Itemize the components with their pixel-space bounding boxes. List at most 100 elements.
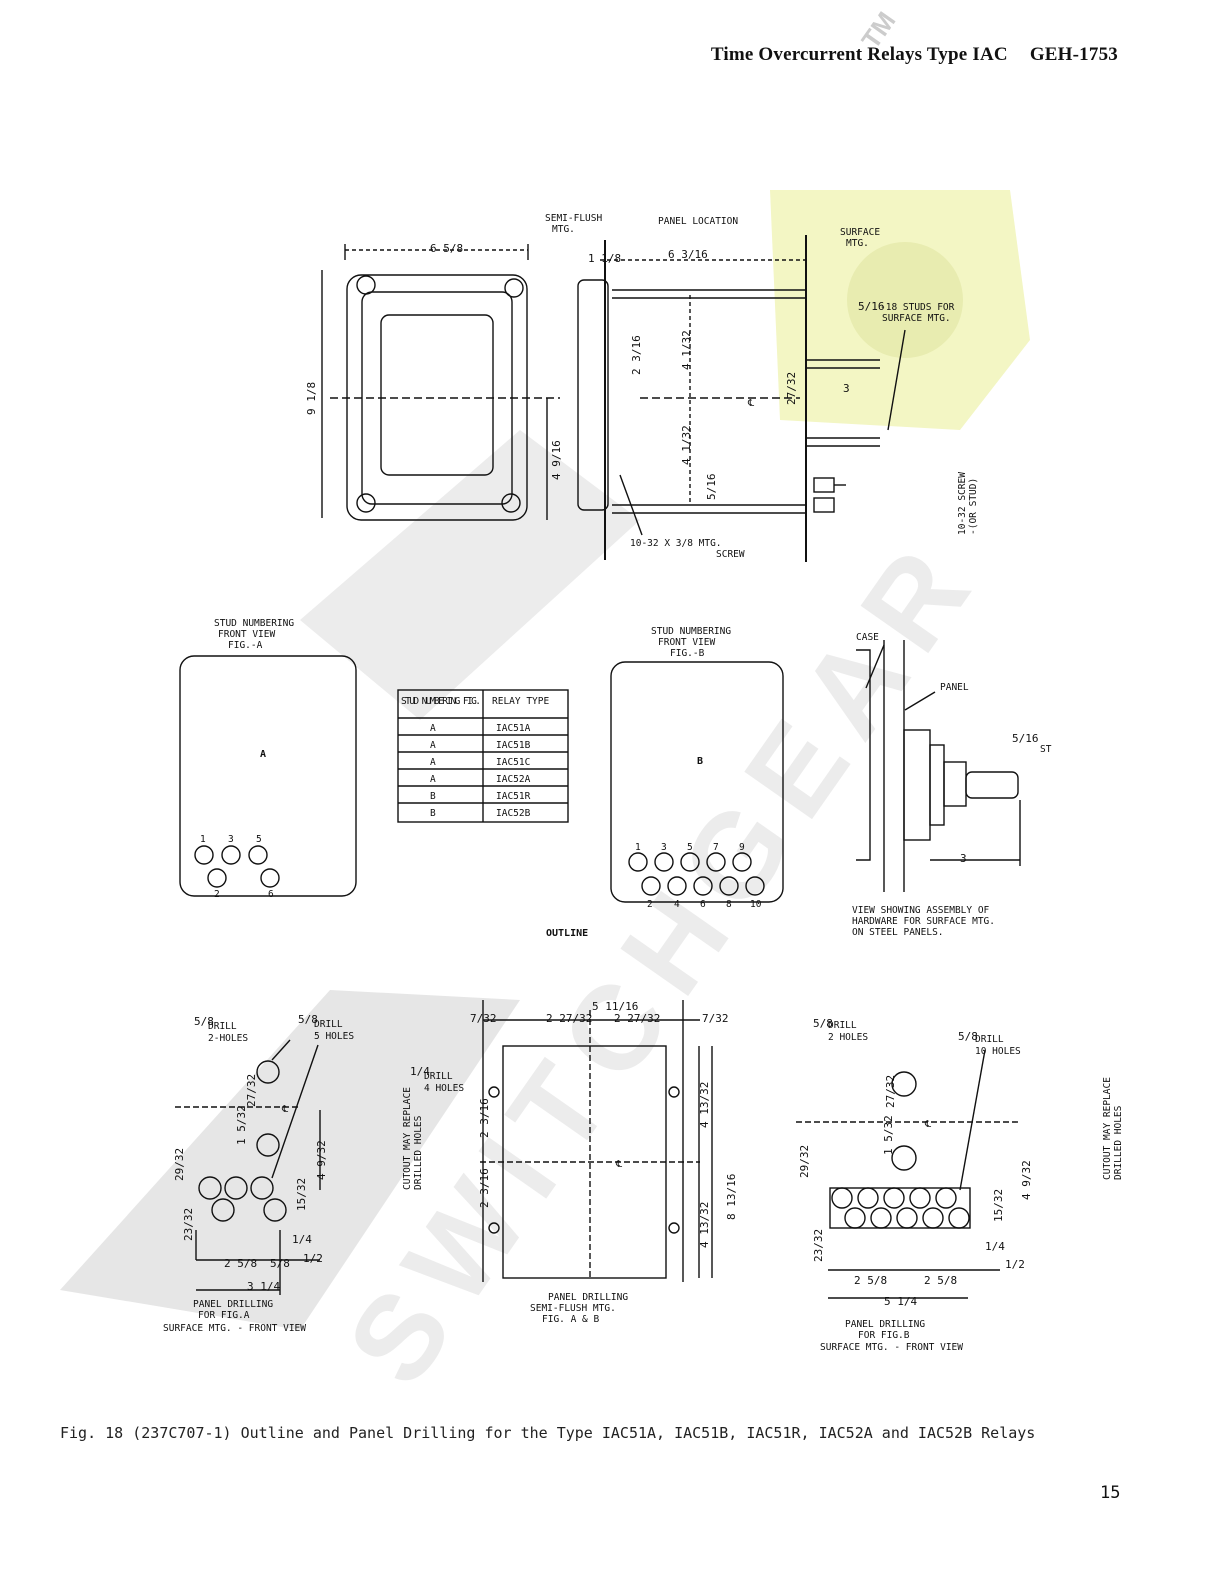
svg-text:2: 2 [214,889,220,900]
drill-hole [668,1086,680,1098]
svg-text:MTG.: MTG. [552,224,575,235]
svg-text:-(OR STUD): -(OR STUD) [968,478,979,535]
drill-hole [256,1060,280,1084]
leader [904,691,936,711]
leader [887,329,906,431]
cutout-label-a: CUTOUT MAY REPLACE [402,1087,413,1190]
drill-hole [488,1086,500,1098]
case-label: CASE [856,632,879,643]
table-header-stud: STUD NUMBERING FIG. [401,696,481,707]
table-cell: IAC51A [496,723,531,734]
fig-b-stud-numbers: 1 3 5 7 9 2 4 6 8 10 [635,842,762,910]
drill-hole [668,1222,680,1234]
svg-text:7/32: 7/32 [470,1012,497,1025]
drill-34-a: 5/8 [298,1013,318,1026]
dim-4-1-32-b: 4 1/32 [680,425,693,465]
drill-hole [263,1198,287,1222]
svg-text:23/32: 23/32 [812,1229,825,1262]
svg-text:FOR FIG.A: FOR FIG.A [198,1310,250,1321]
svg-text:1/4: 1/4 [410,1065,430,1078]
screw-head [813,477,835,493]
svg-text:FIG.-B: FIG.-B [670,648,705,659]
svg-text:4 HOLES: 4 HOLES [424,1083,464,1094]
dim-27-32-a: 27/32 [245,1074,258,1107]
svg-text:3: 3 [228,834,234,845]
svg-text:HARDWARE FOR SURFACE MTG.: HARDWARE FOR SURFACE MTG. [852,916,995,927]
drill-hole [891,1145,917,1171]
svg-text:1/4: 1/4 [292,1233,312,1246]
svg-text:DRILL: DRILL [828,1020,857,1031]
svg-text:5/8: 5/8 [813,1017,833,1030]
svg-text:SURFACE MTG. - FRONT VIEW: SURFACE MTG. - FRONT VIEW [163,1323,306,1334]
svg-text:℄: ℄ [924,1119,932,1130]
stud-hole [194,845,214,865]
hardware-block [903,729,931,841]
drill-hole [935,1187,957,1209]
svg-text:3: 3 [661,842,667,853]
panel-location-label: PANEL LOCATION [658,216,738,227]
drill-hole [891,1071,917,1097]
svg-text:DRILL: DRILL [424,1071,453,1082]
watermark-gray-shape-2 [300,430,640,720]
drill-hole [256,1133,280,1157]
cutout-label-b: CUTOUT MAY REPLACE [1102,1077,1113,1180]
svg-text:℄: ℄ [615,1159,623,1170]
assembly-view [856,640,1021,892]
panel-drilling-semi-label: PANEL DRILLING [548,1292,628,1303]
leader [865,644,885,689]
table-cell: A [430,757,436,768]
drill-58-a: 5/8 [194,1015,214,1028]
svg-text:5 HOLES: 5 HOLES [314,1031,354,1042]
drill-hole [831,1187,853,1209]
center-line-mark: ℄ [747,398,755,409]
svg-text:4 9/32: 4 9/32 [1020,1160,1033,1200]
stud-hole [260,868,280,888]
svg-text:1/2: 1/2 [303,1252,323,1265]
stud-hole [628,852,648,872]
drill-hole [857,1187,879,1209]
dim-29-32-a: 29/32 [173,1148,186,1181]
stud-hole [221,845,241,865]
svg-text:8 13/16: 8 13/16 [725,1174,738,1220]
hardware-block [929,744,945,826]
fig-a-outline [179,655,357,897]
leader [959,1049,986,1191]
drill-hole [488,1222,500,1234]
svg-text:2: 2 [647,899,653,910]
fig-b-title: STUD NUMBERING [651,626,731,637]
svg-text:4 13/32: 4 13/32 [698,1082,711,1128]
svg-text:1: 1 [635,842,641,853]
drill-hole [870,1207,892,1229]
drill-hole [250,1176,274,1200]
dim-1-5-32-a: 1 5/32 [235,1105,248,1145]
panel-drilling-b-label: PANEL DRILLING [845,1319,925,1330]
svg-text:DRILLED HOLES: DRILLED HOLES [1113,1105,1124,1180]
stud-hole [207,868,227,888]
svg-text:5 1/4: 5 1/4 [884,1295,917,1308]
assembly-stud-size: 5/16 [1012,732,1039,745]
dim-1-1-8: 1 1/8 [588,252,621,265]
drill-hole [909,1187,931,1209]
svg-text:3 1/4: 3 1/4 [247,1280,280,1293]
mtg-screw-label: 10-32 X 3/8 MTG. [630,538,722,549]
dim-15-32-a: 15/32 [295,1178,308,1211]
screw-head [813,497,835,513]
corner-hole [504,278,524,298]
relay-case-side [577,279,609,511]
svg-text:15/32: 15/32 [992,1189,1005,1222]
svg-text:ON STEEL PANELS.: ON STEEL PANELS. [852,927,944,938]
svg-text:2 3/16: 2 3/16 [478,1168,491,1208]
svg-text:SURFACE MTG. - FRONT VIEW: SURFACE MTG. - FRONT VIEW [820,1342,963,1353]
stud-table [397,689,569,823]
svg-text:FIG.-A: FIG.-A [228,640,263,651]
svg-text:9: 9 [739,842,745,853]
svg-text:DRILL: DRILL [975,1034,1004,1045]
svg-text:1 5/32: 1 5/32 [882,1115,895,1155]
svg-text:5/8: 5/8 [958,1030,978,1043]
header-title: Time Overcurrent Relays Type IAC [710,44,1008,65]
svg-text:1/4: 1/4 [985,1240,1005,1253]
svg-text:29/32: 29/32 [798,1145,811,1178]
dim-4-9-32-a: 4 9/32 [315,1140,328,1180]
stud-hole [667,876,687,896]
